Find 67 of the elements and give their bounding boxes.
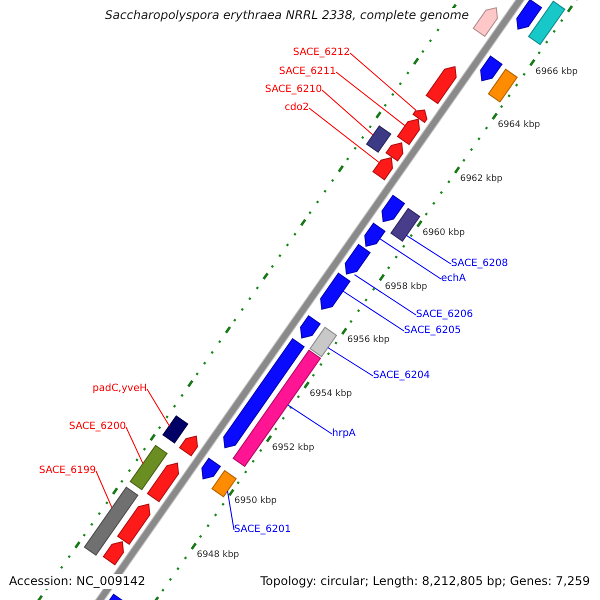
scale-label: 6952 kbp bbox=[272, 442, 314, 454]
gene-label: SACE_6199 bbox=[39, 465, 96, 477]
gene-block bbox=[146, 462, 180, 502]
scale-label: 6948 kbp bbox=[196, 550, 240, 562]
leader-line bbox=[406, 234, 452, 264]
gene-box bbox=[211, 470, 237, 498]
gene-box bbox=[162, 415, 188, 444]
gene-block bbox=[516, 0, 542, 30]
gene-label: SACE_6205 bbox=[404, 325, 461, 337]
gene-block bbox=[344, 244, 371, 275]
gene-block bbox=[364, 222, 386, 247]
scale-label: 6962 kbp bbox=[460, 174, 502, 186]
leader-line bbox=[327, 347, 374, 376]
gene-label: SACE_6208 bbox=[451, 258, 508, 270]
leader-line bbox=[322, 90, 374, 136]
gene-box bbox=[528, 0, 566, 46]
gene-label: SACE_6201 bbox=[234, 524, 291, 536]
leader-line bbox=[126, 426, 144, 464]
gene-label: echA bbox=[441, 273, 466, 285]
leader-line bbox=[379, 238, 442, 280]
gene-block bbox=[426, 66, 457, 104]
gene-box bbox=[488, 68, 518, 103]
gene-box bbox=[84, 486, 139, 556]
gene-block bbox=[381, 194, 406, 222]
gene-block bbox=[480, 55, 503, 82]
gene-block bbox=[300, 315, 321, 339]
leader-line bbox=[342, 290, 404, 332]
scale-label: 6950 kbp bbox=[234, 496, 277, 508]
leader-line bbox=[146, 388, 170, 426]
gene-block bbox=[201, 458, 222, 480]
scale-label: 6960 kbp bbox=[422, 228, 465, 239]
genome-info-text: Topology: circular; Length: 8,212,805 bp; Genes: 7,259 bbox=[260, 574, 590, 589]
leader-line bbox=[354, 274, 416, 316]
gene-block bbox=[102, 541, 124, 566]
gene-label: SACE_6200 bbox=[69, 421, 126, 433]
leader-line bbox=[336, 72, 406, 126]
gene-block bbox=[372, 156, 394, 180]
accession-text: Accession: NC_009142 bbox=[9, 574, 146, 589]
gene-block bbox=[320, 272, 351, 310]
leader-line bbox=[287, 404, 332, 434]
scale-label: 6966 kbp bbox=[535, 66, 578, 78]
scale-label: 6956 kbp bbox=[347, 335, 390, 346]
gene-box bbox=[390, 208, 420, 242]
gene-box bbox=[309, 326, 338, 358]
gene-box bbox=[130, 444, 168, 490]
gene-block bbox=[116, 503, 150, 545]
scale-label: 6964 kbp bbox=[498, 120, 540, 132]
gene-label: SACE_6211 bbox=[279, 66, 336, 78]
gene-block bbox=[412, 110, 428, 124]
gene-label: padC,yveH bbox=[92, 383, 147, 395]
gene-block bbox=[472, 7, 498, 38]
gene-label: hrpA bbox=[332, 428, 356, 440]
gene-block bbox=[178, 436, 198, 457]
gene-label: cdo2 bbox=[284, 102, 309, 114]
scale-label: 6954 kbp bbox=[310, 388, 352, 400]
gene-label: SACE_6210 bbox=[265, 84, 322, 96]
scale-label: 6958 kbp bbox=[384, 282, 428, 292]
gene-label: SACE_6212 bbox=[293, 47, 350, 59]
gene-box bbox=[366, 125, 392, 153]
gene-block bbox=[396, 118, 420, 146]
gene-block bbox=[385, 142, 404, 162]
leader-line bbox=[227, 490, 234, 530]
leader-line bbox=[308, 108, 380, 164]
gene-label: SACE_6206 bbox=[416, 309, 473, 321]
leader-line bbox=[350, 52, 416, 111]
leader-line bbox=[96, 470, 112, 508]
gene-label: SACE_6204 bbox=[373, 370, 430, 382]
